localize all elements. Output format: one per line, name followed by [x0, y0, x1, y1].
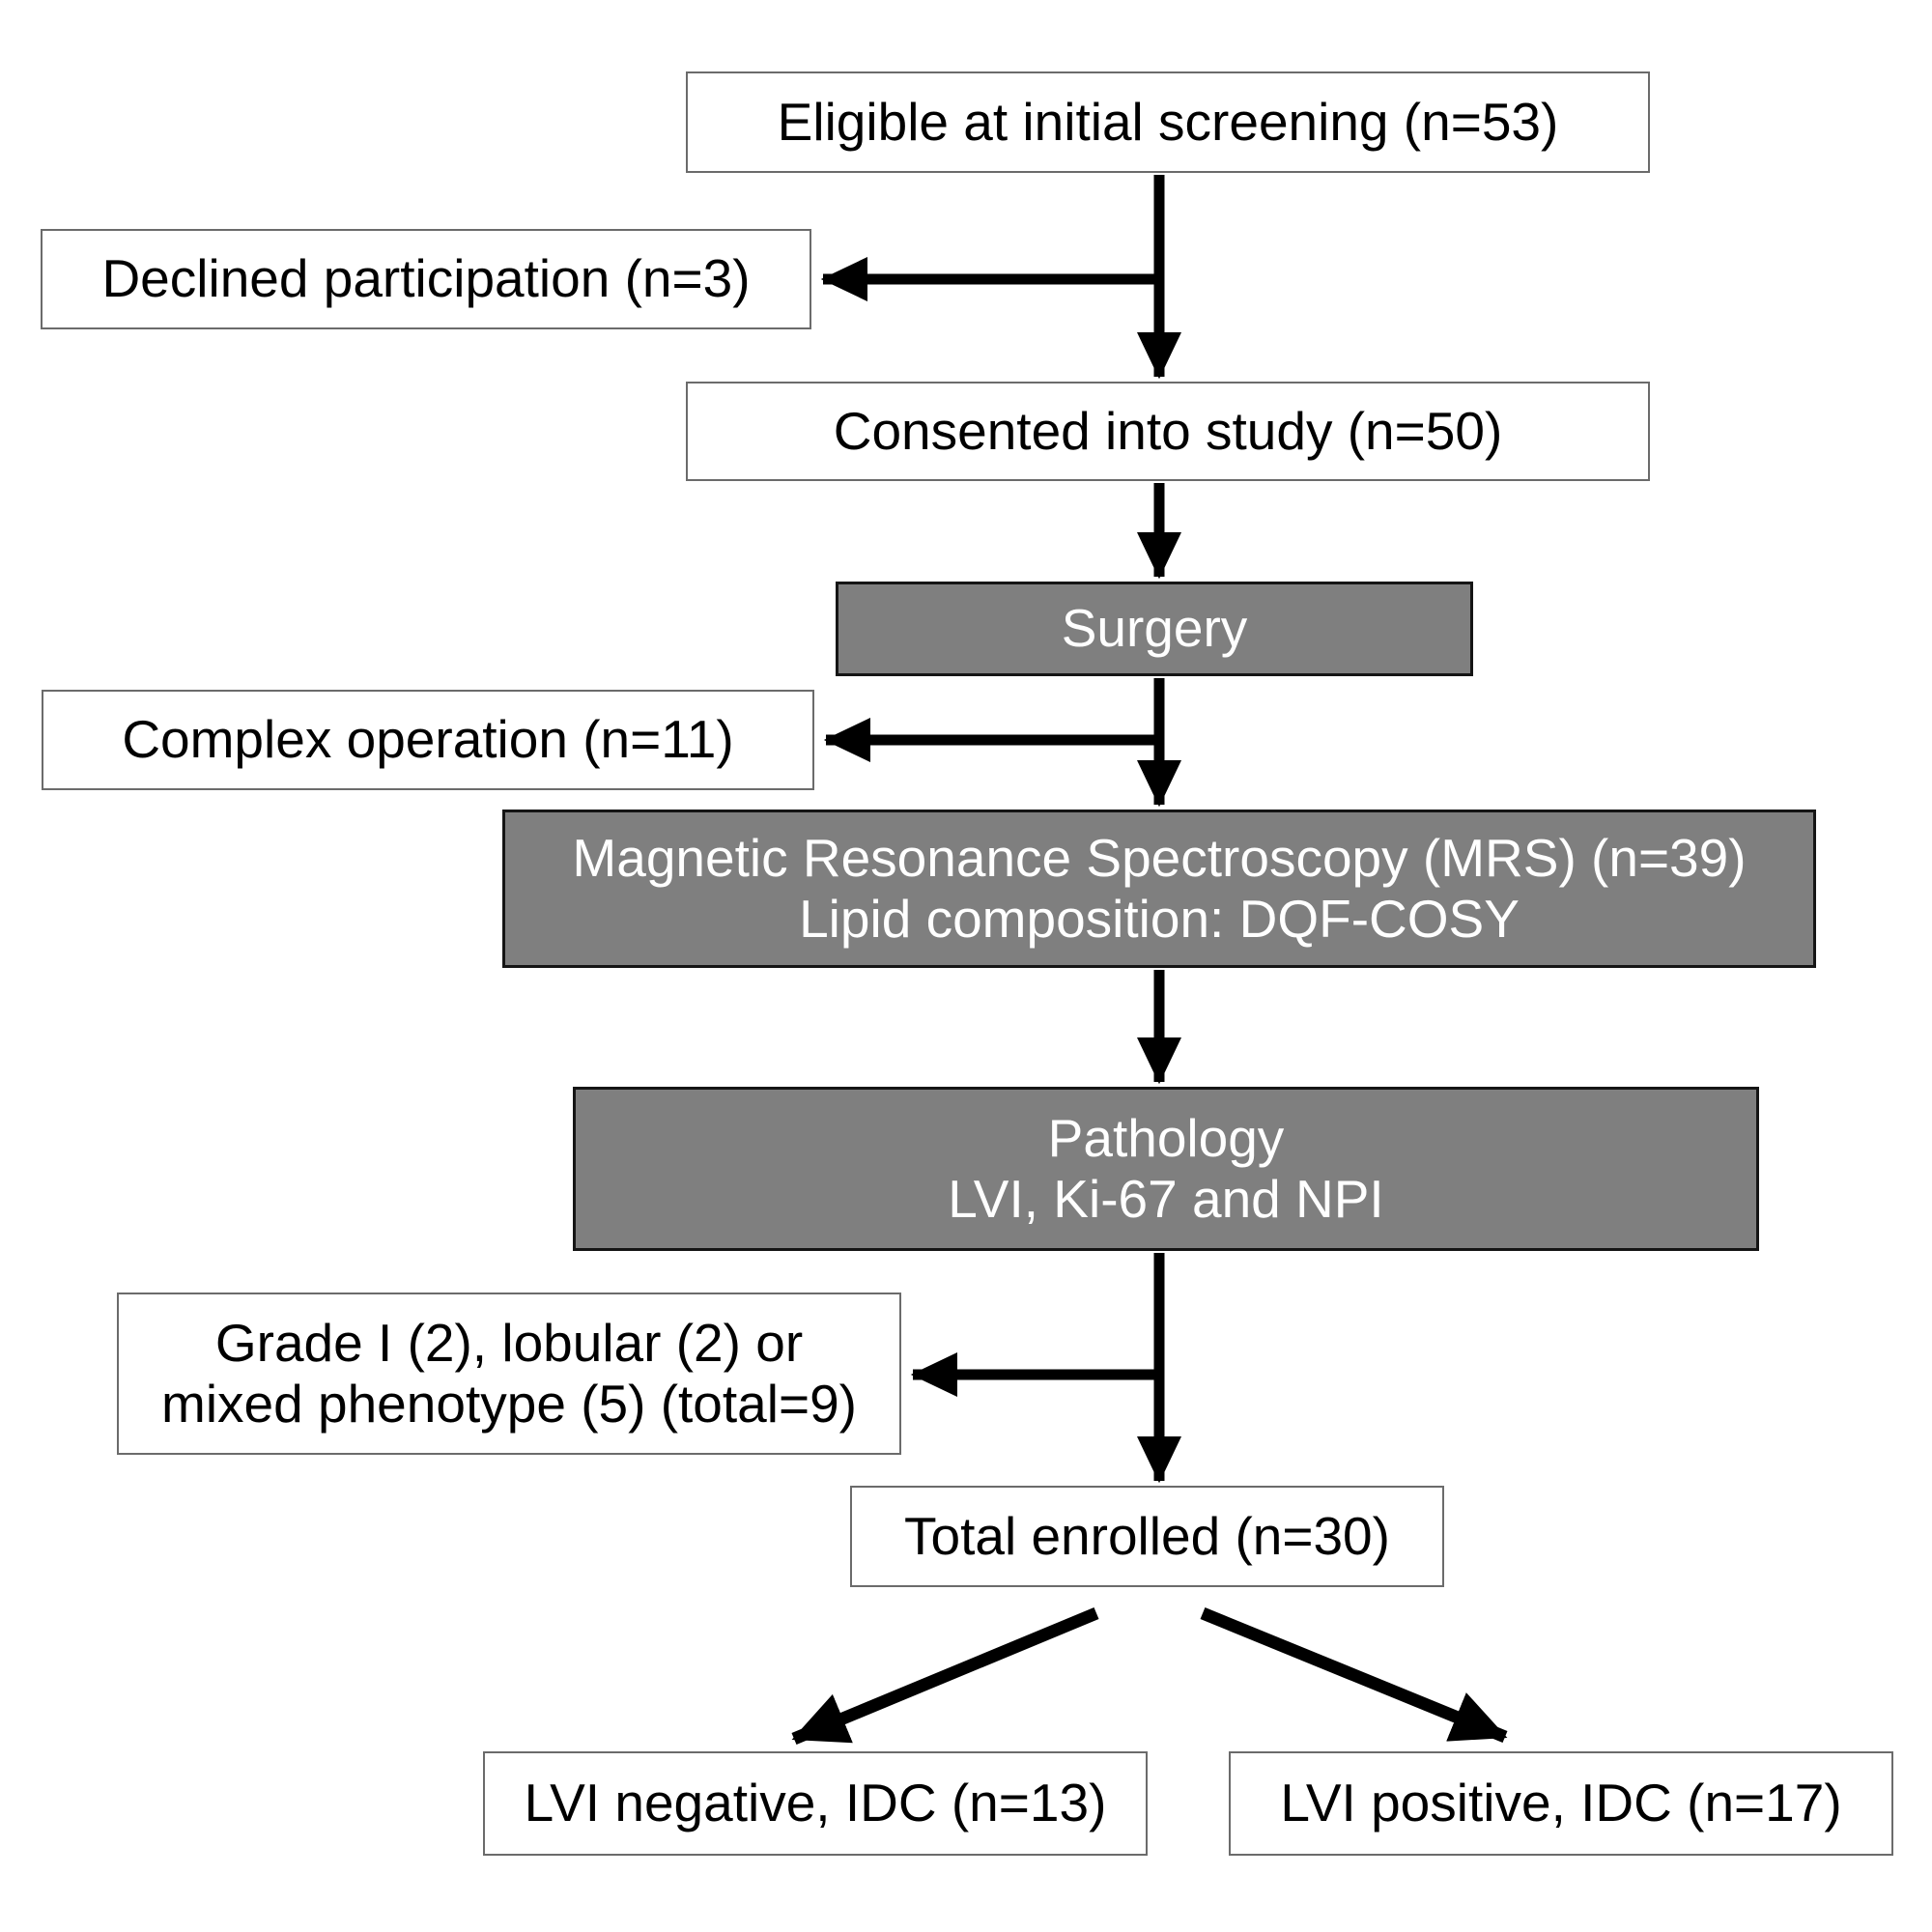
node-excluded-pathology-line2: mixed phenotype (5) (total=9)	[161, 1374, 857, 1434]
node-excluded-pathology-line1: Grade I (2), lobular (2) or	[214, 1312, 804, 1373]
node-complex-operation-label: Complex operation (n=11)	[122, 709, 734, 770]
node-surgery-label: Surgery	[1061, 598, 1248, 659]
arrow-total-to-lvi-negative	[791, 1606, 1099, 1746]
node-mrs-line2: Lipid composition: DQF-COSY	[799, 889, 1520, 949]
node-eligible-label: Eligible at initial screening (n=53)	[777, 91, 1559, 152]
node-excluded-pathology: Grade I (2), lobular (2) or mixed phenot…	[117, 1293, 901, 1455]
node-complex-operation: Complex operation (n=11)	[42, 690, 814, 790]
arrow-total-to-lvi-positive	[1200, 1606, 1508, 1744]
node-mrs: Magnetic Resonance Spectroscopy (MRS) (n…	[502, 810, 1816, 968]
node-consented-label: Consented into study (n=50)	[833, 400, 1503, 461]
node-lvi-positive: LVI positive, IDC (n=17)	[1229, 1751, 1893, 1856]
node-consented-into-study: Consented into study (n=50)	[686, 382, 1650, 481]
node-lvi-positive-label: LVI positive, IDC (n=17)	[1280, 1773, 1842, 1833]
node-pathology-line2: LVI, Ki-67 and NPI	[948, 1169, 1384, 1229]
node-declined-participation: Declined participation (n=3)	[41, 229, 811, 329]
node-mrs-line1: Magnetic Resonance Spectroscopy (MRS) (n…	[572, 827, 1747, 888]
node-pathology: Pathology LVI, Ki-67 and NPI	[573, 1087, 1759, 1251]
node-total-enrolled: Total enrolled (n=30)	[850, 1486, 1444, 1587]
node-lvi-negative: LVI negative, IDC (n=13)	[483, 1751, 1148, 1856]
node-total-enrolled-label: Total enrolled (n=30)	[904, 1505, 1390, 1566]
node-declined-label: Declined participation (n=3)	[101, 248, 751, 309]
node-eligible-at-screening: Eligible at initial screening (n=53)	[686, 71, 1650, 173]
node-lvi-negative-label: LVI negative, IDC (n=13)	[524, 1773, 1107, 1833]
node-surgery: Surgery	[836, 582, 1473, 676]
node-pathology-line1: Pathology	[1047, 1107, 1285, 1168]
